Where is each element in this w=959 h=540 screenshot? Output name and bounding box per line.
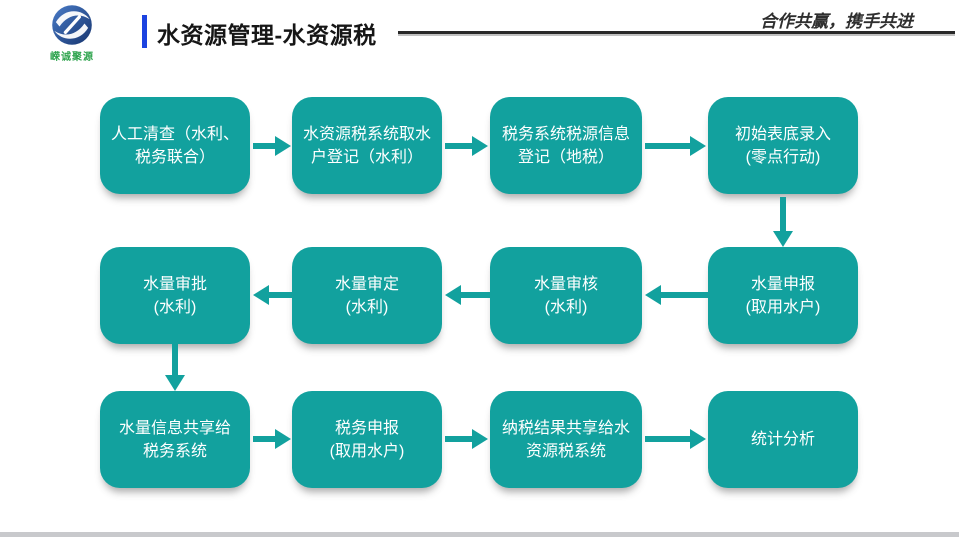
arrow-right-icon — [253, 143, 275, 149]
flow-box-volume-review: 水量审核 (水利) — [490, 247, 642, 344]
flow-box-volume-declaration: 水量申报 (取用水户) — [708, 247, 858, 344]
flow-box-manual-inspection: 人工清查（水利、 税务联合） — [100, 97, 250, 194]
arrow-right-icon — [253, 436, 275, 442]
arrow-down-icon — [172, 344, 178, 375]
header-divider-line — [398, 31, 955, 34]
flow-box-initial-meter-entry: 初始表底录入 (零点行动) — [708, 97, 858, 194]
slogan-text: 合作共赢，携手共进 — [760, 12, 913, 31]
arrow-right-icon — [445, 143, 472, 149]
arrow-right-icon — [645, 143, 690, 149]
arrow-left-icon — [269, 292, 292, 298]
flow-box-volume-determination: 水量审定 (水利) — [292, 247, 442, 344]
arrow-right-icon — [445, 436, 472, 442]
footer-bar — [0, 532, 959, 537]
page-title: 水资源管理-水资源税 — [157, 22, 377, 48]
arrow-left-icon — [661, 292, 708, 298]
flow-box-water-user-registration: 水资源税系统取水 户登记（水利） — [292, 97, 442, 194]
arrow-left-icon — [461, 292, 490, 298]
flow-box-tax-declaration: 税务申报 (取用水户) — [292, 391, 442, 488]
flow-box-tax-source-registration: 税务系统税源信息 登记（地税） — [490, 97, 642, 194]
flow-box-tax-result-sharing: 纳税结果共享给水 资源税系统 — [490, 391, 642, 488]
flow-box-statistics-analysis: 统计分析 — [708, 391, 858, 488]
arrow-right-icon — [645, 436, 690, 442]
title-accent-bar — [142, 15, 147, 48]
company-name: 嵘诚聚源 — [50, 52, 94, 63]
arrow-down-icon — [780, 197, 786, 231]
company-logo: 嵘诚聚源 — [28, 3, 116, 63]
company-logo-icon — [52, 5, 92, 45]
flow-box-volume-info-sharing: 水量信息共享给 税务系统 — [100, 391, 250, 488]
flow-box-volume-approval: 水量审批 (水利) — [100, 247, 250, 344]
